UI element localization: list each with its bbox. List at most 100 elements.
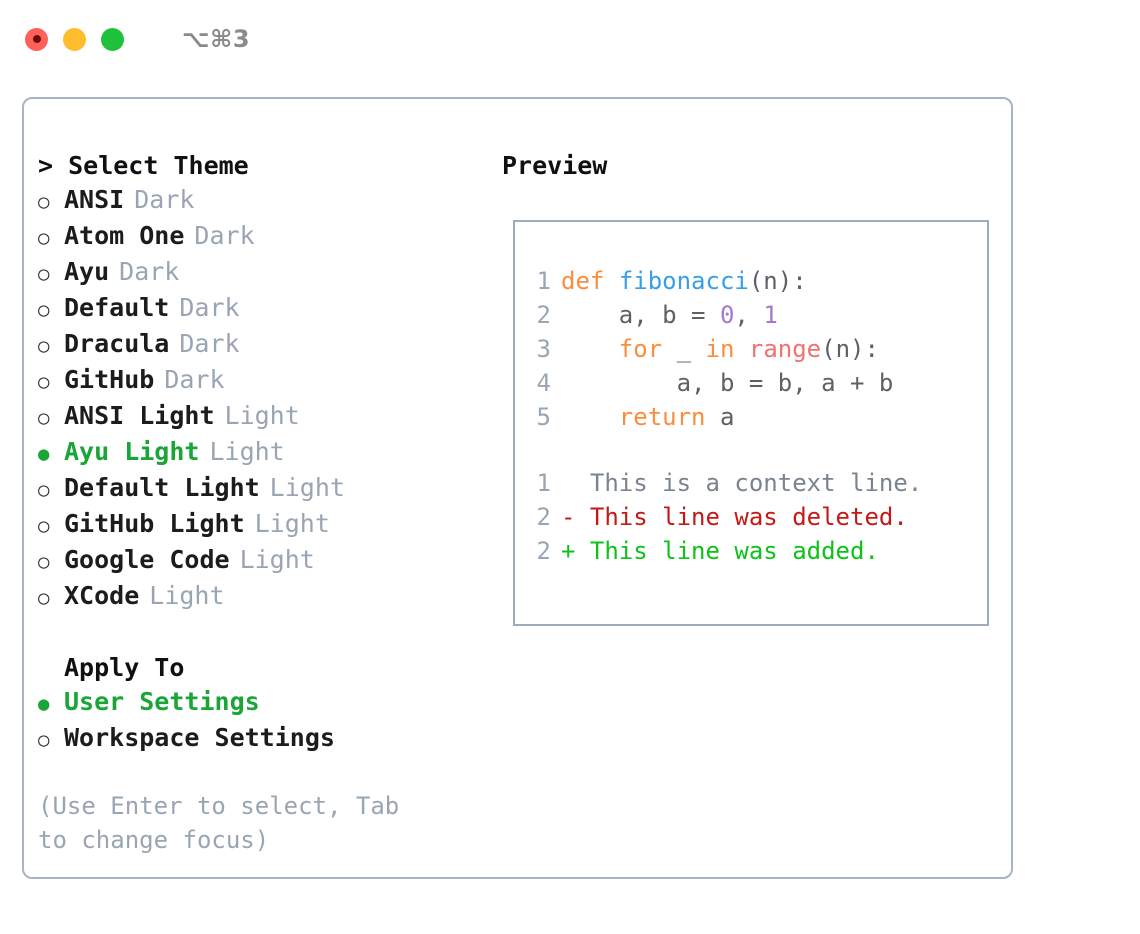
code-line: 3 for _ in range(n): [529, 332, 893, 366]
theme-option-variant: Light [269, 473, 345, 502]
code-token [604, 267, 618, 295]
diff-sign: - [561, 503, 576, 531]
apply-to-option-list[interactable]: ● User Settings ○Workspace Settings [38, 685, 498, 757]
radio-selected-icon: ● [38, 443, 50, 465]
radio-unselected-icon: ○ [38, 263, 50, 285]
diff-line: 1 This is a context line. [529, 466, 923, 500]
radio-unselected-icon: ○ [38, 335, 50, 357]
diff-sample: 1 This is a context line.2- This line wa… [529, 466, 923, 568]
theme-option-label: Ayu Light [64, 437, 200, 466]
window-controls [25, 27, 124, 51]
theme-option-ansi[interactable]: ○ ANSI Dark [38, 183, 498, 219]
radio-unselected-icon: ○ [38, 191, 50, 213]
code-token: 0 [719, 301, 735, 329]
theme-option-variant: Dark [119, 257, 180, 286]
radio-unselected-icon: ○ [38, 479, 50, 501]
theme-option-google-code[interactable]: ○ Google Code Light [38, 543, 498, 579]
keyboard-hint-text: (Use Enter to select, Tab to change focu… [38, 792, 400, 854]
code-token: a, b = b, a + b [561, 369, 894, 397]
code-token: , [734, 301, 764, 329]
theme-option-variant: Light [149, 581, 225, 610]
code-token: a [705, 403, 735, 431]
code-line-number: 5 [536, 403, 551, 431]
theme-option-variant: Dark [134, 185, 195, 214]
theme-option-ayu-light[interactable]: ● Ayu Light Light [38, 435, 498, 471]
radio-unselected-icon: ○ [38, 407, 50, 429]
code-token: 1 [763, 301, 778, 329]
radio-unselected-icon: ○ [38, 515, 50, 537]
theme-option-variant: Light [224, 401, 300, 430]
radio-selected-icon: ● [38, 693, 50, 715]
code-token [734, 335, 748, 363]
select-theme-header: > Select Theme [38, 151, 249, 180]
apply-to-option-workspace-settings[interactable]: ○Workspace Settings [38, 721, 498, 757]
diff-text: This line was deleted. [575, 503, 908, 531]
code-token: in [705, 335, 735, 363]
theme-option-ayu[interactable]: ○ Ayu Dark [38, 255, 498, 291]
code-token: (n): [748, 267, 807, 295]
diff-text: This line was added. [575, 537, 879, 565]
apply-to-option-label: User Settings [64, 687, 260, 716]
keyboard-shortcut-label: ⌥⌘3 [182, 25, 251, 53]
minimize-button[interactable] [63, 27, 86, 51]
theme-option-variant: Dark [179, 329, 240, 358]
code-token: fibonacci [618, 267, 749, 295]
theme-option-label: Google Code [64, 545, 230, 574]
code-line-number: 4 [536, 369, 551, 397]
radio-unselected-icon: ○ [38, 371, 50, 393]
radio-unselected-icon: ○ [38, 551, 50, 573]
diff-sign [561, 469, 575, 497]
theme-option-label: Default [64, 293, 170, 322]
close-button[interactable] [25, 27, 48, 51]
apply-to-header: Apply To [64, 653, 185, 682]
diff-line-number: 2 [536, 503, 551, 531]
apply-to-section: Apply To ● User Settings ○Workspace Settin… [38, 651, 498, 757]
diff-text: This is a context line. [575, 469, 923, 497]
code-token: a, b = [561, 301, 720, 329]
theme-option-variant: Light [209, 437, 285, 466]
diff-line-number: 1 [536, 469, 551, 497]
code-token: return [618, 403, 706, 431]
code-token: range [748, 335, 822, 363]
theme-option-label: ANSI [64, 185, 125, 214]
diff-line: 2- This line was deleted. [529, 500, 922, 534]
theme-option-label: Ayu [64, 257, 110, 286]
code-line: 2 a, b = 0, 1 [529, 298, 893, 332]
code-token [561, 403, 619, 431]
apply-to-option-label: Workspace Settings [64, 723, 335, 752]
maximize-button[interactable] [101, 27, 124, 51]
title-bar: ⌥⌘3 [0, 0, 1140, 78]
theme-option-label: Atom One [64, 221, 185, 250]
theme-option-variant: Light [239, 545, 315, 574]
theme-option-ansi-light[interactable]: ○ ANSI Light Light [38, 399, 498, 435]
code-line: 4 a, b = b, a + b [529, 366, 894, 400]
code-token [561, 335, 619, 363]
preview-header: Preview [502, 151, 608, 180]
code-line-number: 3 [536, 335, 551, 363]
theme-option-variant: Light [254, 509, 330, 538]
radio-unselected-icon: ○ [38, 227, 50, 249]
radio-unselected-icon: ○ [38, 587, 50, 609]
apply-to-option-user-settings[interactable]: ● User Settings [38, 685, 498, 721]
diff-sign: + [561, 537, 576, 565]
theme-option-variant: Dark [179, 293, 240, 322]
theme-option-label: ANSI Light [64, 401, 215, 430]
code-token: for [618, 335, 663, 363]
theme-option-label: GitHub [64, 365, 155, 394]
diff-line-number: 2 [536, 537, 551, 565]
code-token: (n): [821, 335, 879, 363]
